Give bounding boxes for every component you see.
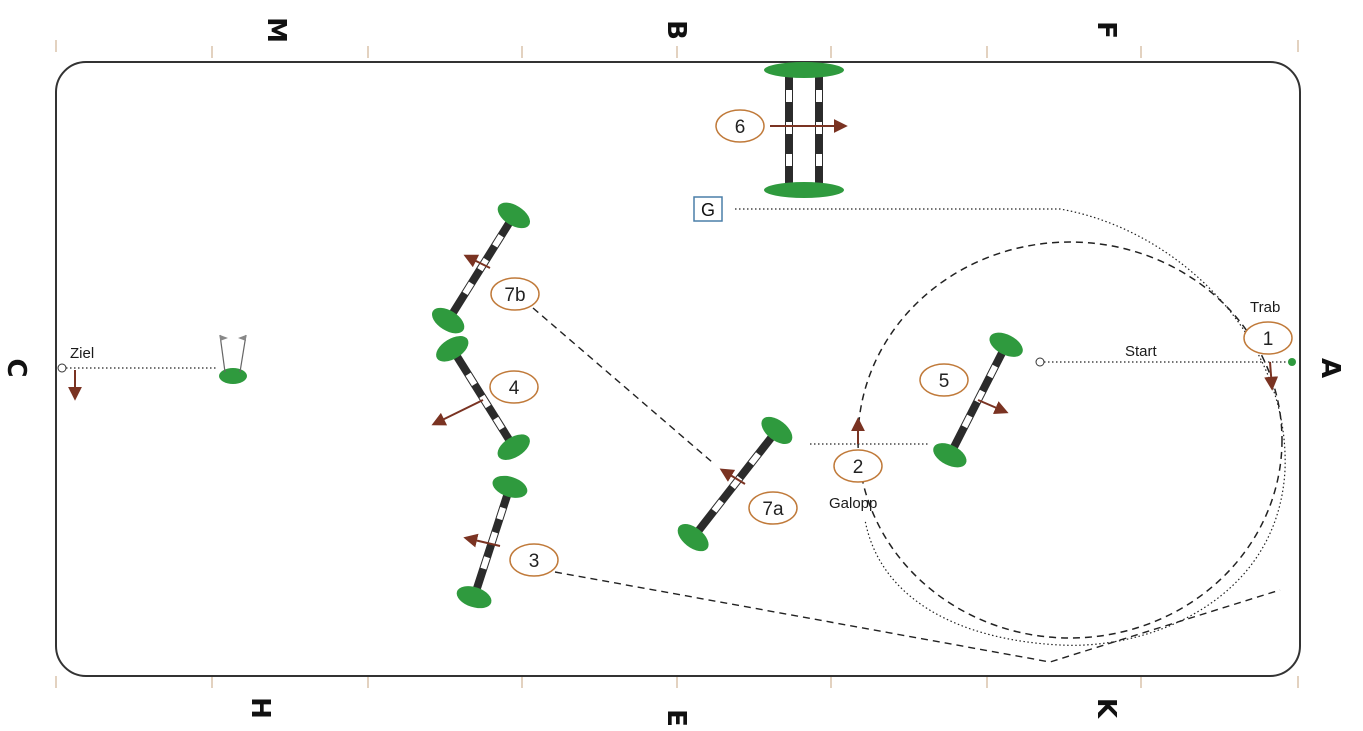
route-lines — [62, 208, 1292, 663]
letter-e: E — [661, 709, 691, 727]
marker-7a: 7a — [748, 491, 798, 525]
marker-6: 6 — [715, 109, 765, 143]
trot-label: Trab — [1250, 299, 1280, 316]
svg-text:7a: 7a — [762, 499, 784, 520]
gate-box: G — [693, 196, 723, 222]
line-3-bottom — [554, 571, 1281, 663]
svg-text:3: 3 — [529, 551, 540, 572]
jump-5 — [436, 336, 530, 460]
svg-text:1: 1 — [1263, 329, 1274, 350]
svg-text:7b: 7b — [504, 285, 525, 306]
svg-text:5: 5 — [939, 371, 950, 392]
arena-letters: M B F H E K C A — [1, 17, 1345, 727]
marker-4: 5 — [919, 363, 969, 397]
start-marker — [1035, 357, 1045, 367]
svg-text:4: 4 — [509, 378, 520, 399]
canter-circle — [857, 241, 1283, 639]
trot-route — [735, 208, 1286, 646]
finish-label: Ziel — [70, 345, 94, 362]
letter-m: M — [261, 17, 291, 43]
letter-a: A — [1315, 358, 1345, 378]
direction-arrows — [68, 119, 1279, 548]
letter-k: K — [1091, 698, 1121, 719]
letter-h: H — [245, 697, 275, 719]
arena-ticks — [55, 40, 1299, 688]
start-label: Start — [1125, 343, 1158, 360]
start-marker-right — [1288, 358, 1296, 366]
arena-boundary — [55, 61, 1301, 677]
marker-2: 2 — [833, 449, 883, 483]
marker-1: 1 — [1243, 321, 1293, 355]
line-7b-7a — [532, 307, 713, 463]
marker-7b: 7b — [490, 277, 540, 311]
svg-text:6: 6 — [735, 117, 746, 138]
svg-text:2: 2 — [853, 457, 864, 478]
marker-3: 3 — [509, 543, 559, 577]
jump-7b — [431, 202, 531, 334]
letter-f: F — [1091, 21, 1121, 39]
letter-c: C — [1, 358, 31, 377]
canter-label: Galopp — [829, 495, 877, 512]
marker-5: 4 — [489, 370, 539, 404]
svg-text:G: G — [701, 200, 715, 220]
finish-flags — [57, 334, 247, 384]
jump-3 — [456, 475, 528, 609]
jump-7a — [677, 416, 793, 552]
letter-b: B — [661, 20, 691, 40]
jump-6 — [764, 62, 844, 198]
